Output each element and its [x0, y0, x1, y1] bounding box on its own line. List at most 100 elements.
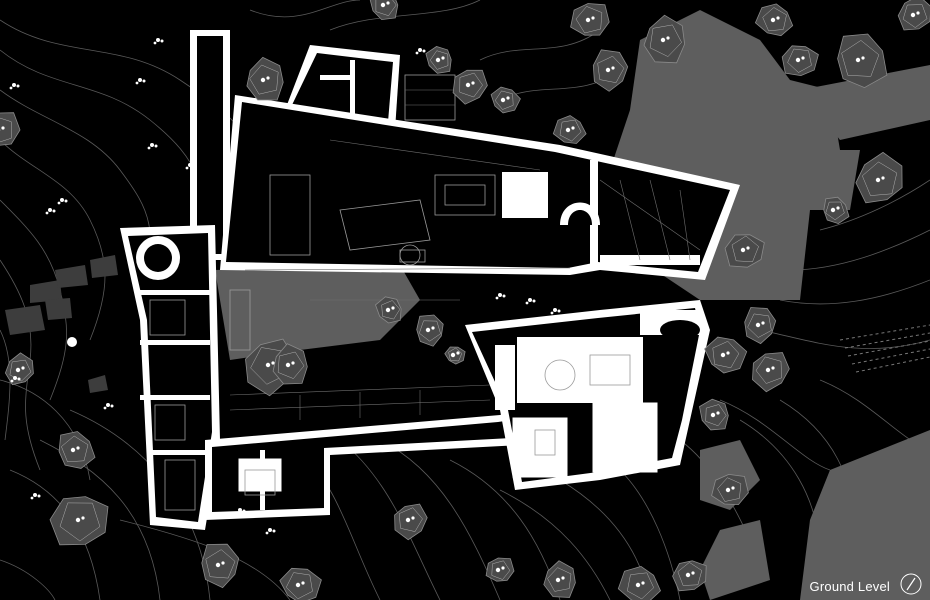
tree-trunk — [266, 76, 270, 80]
tree-trunk — [500, 97, 506, 103]
tree-trunk — [740, 247, 746, 253]
tree-trunk — [776, 16, 780, 20]
tree-trunk — [641, 581, 645, 585]
bush — [528, 298, 532, 302]
bush — [235, 511, 239, 515]
tree-trunk — [70, 447, 76, 453]
tree-canopy — [837, 33, 888, 89]
tree-crown-outline — [429, 50, 449, 70]
terrain-stone-3 — [55, 265, 88, 288]
bush — [138, 78, 142, 82]
tree-crown-outline — [381, 300, 401, 320]
tree-trunk — [720, 352, 726, 358]
bush — [142, 79, 146, 83]
tree-crown-outline — [398, 507, 423, 532]
tree-crown-outline — [494, 90, 514, 110]
tree-crown-outline — [285, 572, 313, 600]
tree-crown-outline — [627, 572, 655, 600]
tree-crown-outline — [902, 4, 928, 28]
tree-trunk — [771, 366, 775, 370]
tree-crown-outline — [841, 40, 880, 77]
tree-crown-outline — [419, 320, 441, 342]
bush — [110, 404, 114, 408]
level-label: Ground Level — [809, 579, 890, 594]
tree-crown-outline — [559, 119, 582, 142]
tree-trunk — [75, 517, 81, 523]
bush — [242, 509, 246, 513]
tree-trunk — [571, 126, 575, 130]
tree-trunk — [425, 327, 431, 333]
tree-crown-outline — [0, 117, 12, 143]
tree-crown-outline — [747, 313, 772, 338]
tree-crown-outline — [448, 347, 463, 362]
north-arrow-icon — [900, 573, 922, 595]
tree-trunk — [215, 562, 221, 568]
tree-trunk — [611, 66, 615, 70]
tree-canopy — [58, 431, 96, 469]
tree-trunk — [405, 517, 411, 523]
tree-trunk — [555, 577, 561, 583]
tree-trunk — [495, 567, 501, 573]
tree-trunk — [271, 361, 275, 365]
terrain-rock-3 — [330, 310, 380, 340]
tree-trunk — [285, 362, 291, 368]
bush — [17, 377, 21, 381]
tree-canopy — [704, 336, 748, 374]
tree-trunk — [501, 566, 505, 570]
tree-crown-outline — [717, 477, 742, 502]
terrain-masses — [5, 10, 930, 600]
tree-crown-outline — [61, 435, 89, 463]
tree-canopy — [617, 565, 661, 600]
tree-trunk — [431, 326, 435, 330]
bush — [64, 199, 68, 203]
tree-trunk — [260, 77, 266, 83]
tree-trunk — [875, 177, 881, 183]
tree-crown-outline — [575, 6, 603, 34]
bush — [154, 144, 158, 148]
tree-canopy — [452, 69, 488, 105]
tree-canopy — [0, 112, 21, 146]
tree-crown-outline — [712, 340, 740, 369]
tree-trunk — [591, 16, 595, 20]
tree-crown-outline — [787, 48, 812, 73]
tree-canopy — [592, 49, 629, 92]
bush — [33, 493, 37, 497]
bush — [13, 376, 17, 380]
tree-trunk — [716, 411, 720, 415]
tree-canopy — [855, 151, 903, 204]
tree-canopy — [394, 503, 428, 541]
bush — [550, 311, 554, 315]
tree-trunk — [506, 96, 510, 100]
bush — [135, 81, 139, 85]
terrain-stone-4 — [90, 255, 118, 278]
bush — [525, 301, 529, 305]
bush — [30, 496, 34, 500]
bush — [106, 403, 110, 407]
interior-linework — [149, 74, 701, 511]
bush — [557, 309, 561, 313]
tree-trunk — [761, 321, 765, 325]
tree-trunk — [76, 446, 80, 450]
tree-trunk — [295, 582, 301, 588]
tree-trunk — [380, 2, 386, 8]
tree-trunk — [660, 37, 666, 43]
bushes — [9, 38, 561, 535]
tree-trunk — [561, 576, 565, 580]
tree-trunk — [916, 11, 920, 15]
tree-canopy — [823, 196, 850, 225]
tree-trunk — [1, 126, 5, 130]
tree-trunk — [435, 57, 441, 63]
tree-canopy — [744, 307, 777, 345]
tree-trunk — [385, 307, 391, 313]
tree-trunk — [801, 56, 805, 60]
tree-trunk — [565, 127, 571, 133]
tree-crown-outline — [597, 55, 625, 83]
bush — [498, 293, 502, 297]
bush — [12, 83, 16, 87]
tree-trunk — [691, 571, 695, 575]
terrain-rock-2 — [700, 520, 770, 600]
tree-trunk — [221, 561, 225, 565]
tree-trunk — [765, 367, 771, 373]
bush — [192, 164, 196, 168]
